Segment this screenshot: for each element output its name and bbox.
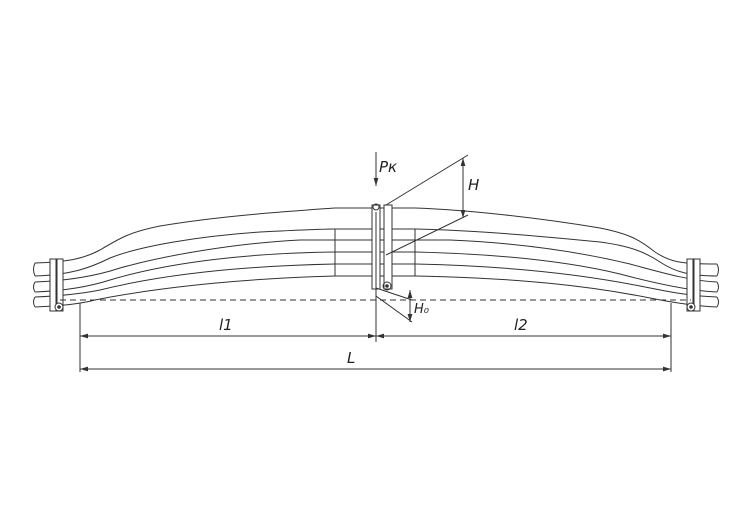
right-end-clamp-b bbox=[693, 258, 701, 312]
center-bolt-bottom bbox=[382, 281, 392, 291]
label-right-span: l2 bbox=[514, 316, 528, 334]
label-total-length: L bbox=[347, 349, 355, 367]
leaf-end-right-2 bbox=[716, 281, 719, 293]
center-clamp-right bbox=[383, 204, 393, 290]
leaf-end-right-3 bbox=[716, 296, 719, 308]
leaf-1-top bbox=[34, 207, 718, 265]
left-end-clamp-a bbox=[49, 258, 57, 312]
leaf-end-left-3 bbox=[33, 296, 36, 308]
label-left-span: l1 bbox=[219, 316, 233, 334]
leaf-end-left-1 bbox=[33, 262, 36, 277]
leaf-end-left-2 bbox=[33, 281, 36, 293]
leaf-end-right-1 bbox=[716, 263, 719, 277]
h-ext-bottom bbox=[385, 214, 469, 256]
label-height: H bbox=[468, 176, 479, 194]
h0-ext-top bbox=[375, 287, 413, 301]
label-height-zero: H₀ bbox=[414, 302, 430, 317]
center-bolt-top bbox=[372, 203, 380, 211]
h-ext-top bbox=[385, 154, 469, 206]
h0-ext-bottom bbox=[375, 295, 413, 323]
label-load: Pк bbox=[379, 158, 397, 176]
